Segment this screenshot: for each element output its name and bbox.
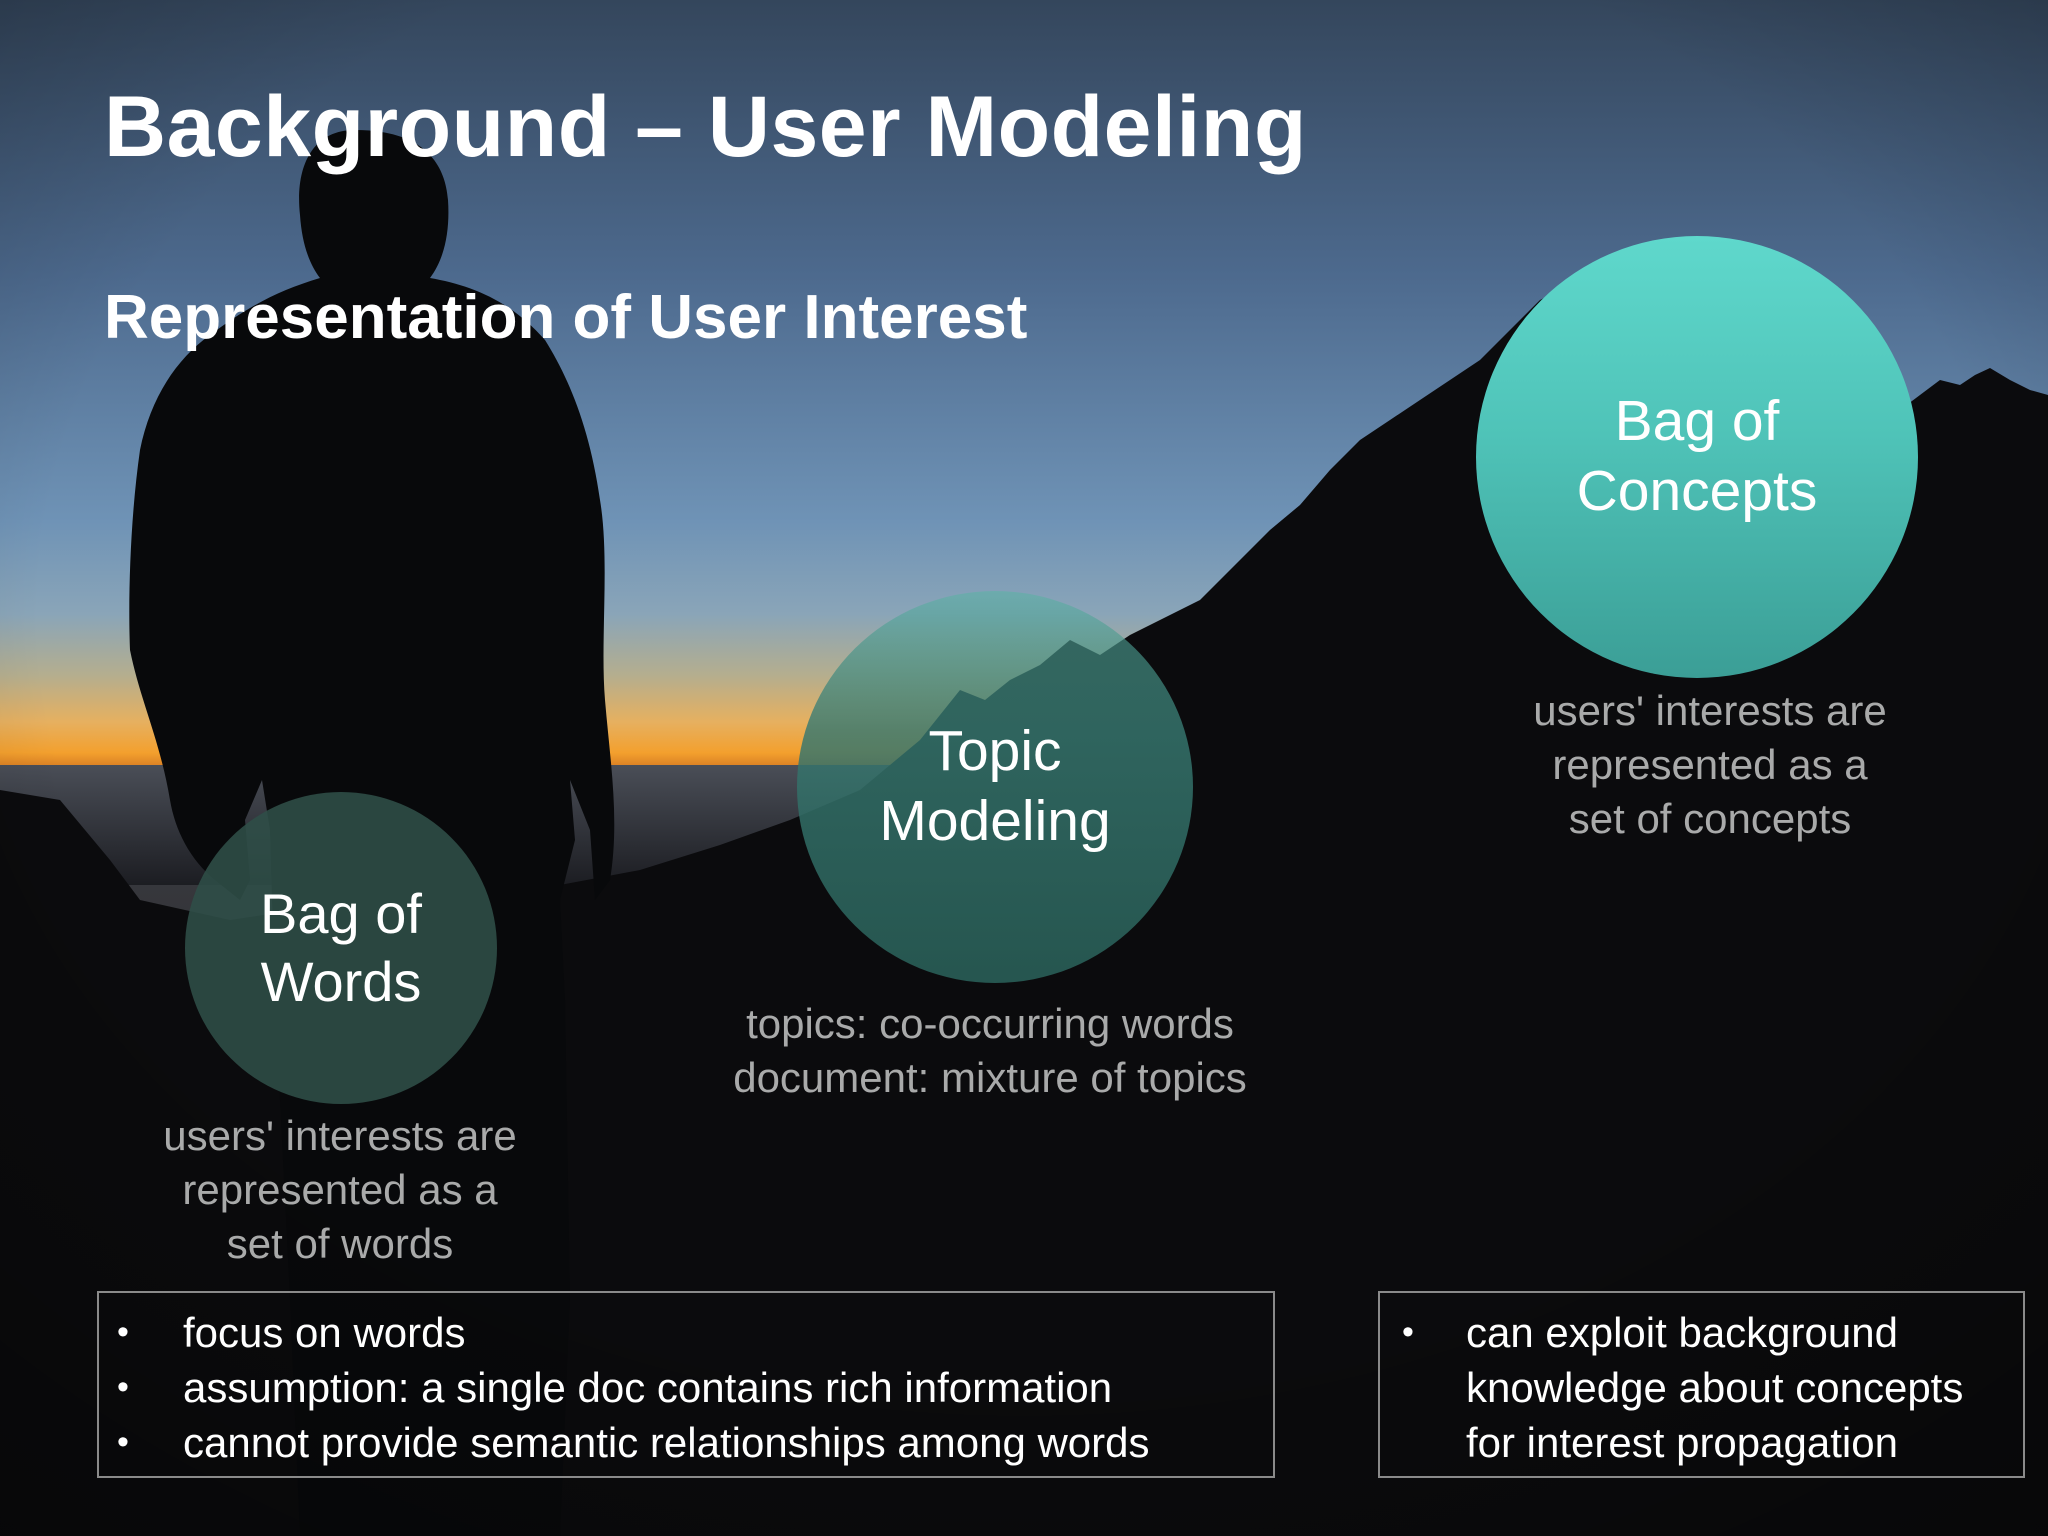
- circle-label-line: Topic: [928, 719, 1062, 784]
- caption-line: topics: co-occurring words: [746, 1000, 1234, 1047]
- list-item-text: focus on words: [183, 1309, 466, 1356]
- caption-line: set of words: [226, 1220, 454, 1267]
- list-item-text: for interest propagation: [1466, 1419, 1898, 1466]
- bullet-list: • focus on words • assumption: a single do…: [99, 1305, 1273, 1470]
- caption-line: represented as a: [1552, 741, 1868, 788]
- slide-subtitle: Representation of User Interest: [104, 283, 1028, 352]
- caption-line: users' interests are: [163, 1112, 517, 1159]
- list-item-text: can exploit background: [1466, 1309, 1898, 1356]
- circle-label-line: Words: [260, 950, 422, 1013]
- words-properties-box: • focus on words • assumption: a single do…: [97, 1291, 1275, 1478]
- bag-of-words-circle: Bag of Words: [185, 792, 497, 1104]
- bullet-icon: •: [117, 1423, 129, 1461]
- bag-of-concepts-caption: users' interests are represented as a se…: [1480, 684, 1940, 846]
- bag-of-concepts-circle: Bag of Concepts: [1476, 236, 1918, 678]
- caption-line: set of concepts: [1568, 795, 1852, 842]
- caption-line: represented as a: [182, 1166, 498, 1213]
- bag-of-words-caption: users' interests are represented as a se…: [110, 1109, 570, 1271]
- list-item: • cannot provide semantic relationships a…: [99, 1415, 1273, 1470]
- list-item-text: assumption: a single doc contains rich i…: [183, 1364, 1113, 1411]
- list-item-text: cannot provide semantic relationships am…: [183, 1419, 1150, 1466]
- caption-line: document: mixture of topics: [733, 1054, 1247, 1101]
- circle-label-line: Bag of: [260, 881, 422, 945]
- bullet-icon: •: [117, 1368, 129, 1406]
- topic-modeling-caption: topics: co-occurring words document: mix…: [690, 997, 1290, 1105]
- circle-label-line: Bag of: [1614, 389, 1780, 454]
- bullet-icon: •: [117, 1313, 129, 1351]
- topic-modeling-circle: Topic Modeling: [797, 591, 1193, 983]
- circle-label-line: Concepts: [1576, 459, 1818, 523]
- list-item: • assumption: a single doc contains rich …: [99, 1360, 1273, 1415]
- concepts-properties-box: • can exploit background knowledge about…: [1378, 1291, 2025, 1478]
- caption-line: users' interests are: [1533, 687, 1887, 734]
- list-item: • focus on words: [99, 1305, 1273, 1360]
- list-item-text: knowledge about concepts: [1466, 1364, 1964, 1411]
- list-item: • can exploit background knowledge about…: [1380, 1305, 2023, 1470]
- bullet-icon: •: [1402, 1313, 1414, 1351]
- circle-label-line: Modeling: [879, 789, 1111, 853]
- slide-title: Background – User Modeling: [104, 79, 1307, 175]
